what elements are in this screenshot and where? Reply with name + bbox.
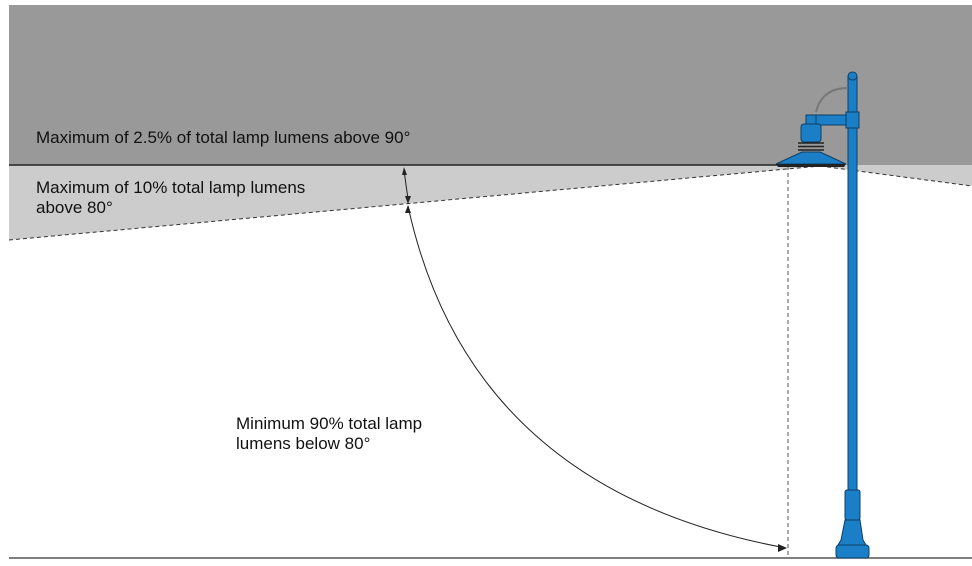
label-above-80-line2: above 80°: [36, 198, 113, 217]
angle-arrow-small-bottom: [405, 196, 411, 204]
lamp-shade-rim: [776, 164, 846, 167]
lamp-pole-base: [837, 519, 867, 546]
lamp-socket: [800, 123, 822, 143]
lamp-bracket-arm: [815, 87, 849, 113]
lamp-pole-collar: [844, 489, 861, 521]
lamp-pole-cap: [847, 71, 858, 81]
label-below-80: Minimum 90% total lamp lumens below 80°: [236, 414, 422, 454]
label-above-90-text: Maximum of 2.5% of total lamp lumens abo…: [36, 128, 411, 147]
cutoff-line-right: [819, 165, 972, 187]
label-below-80-line1: Minimum 90% total lamp: [236, 414, 423, 433]
angle-arrow-large-bottom: [778, 544, 787, 552]
cutoff-line-left: [8, 165, 821, 241]
label-above-90: Maximum of 2.5% of total lamp lumens abo…: [36, 128, 410, 148]
label-above-80: Maximum of 10% total lamp lumens above 8…: [36, 178, 305, 218]
lamp-pole-foot: [835, 544, 870, 559]
label-below-80-line2: lumens below 80°: [236, 434, 371, 453]
lamp-pole: [847, 76, 858, 518]
lamp-clamp: [845, 111, 860, 129]
zone-above-80: [9, 165, 972, 240]
angle-arc-large: [407, 205, 787, 549]
angle-arrow-small-top: [402, 167, 407, 175]
lamp-post: [775, 71, 870, 559]
label-above-80-line1: Maximum of 10% total lamp lumens: [36, 178, 306, 197]
